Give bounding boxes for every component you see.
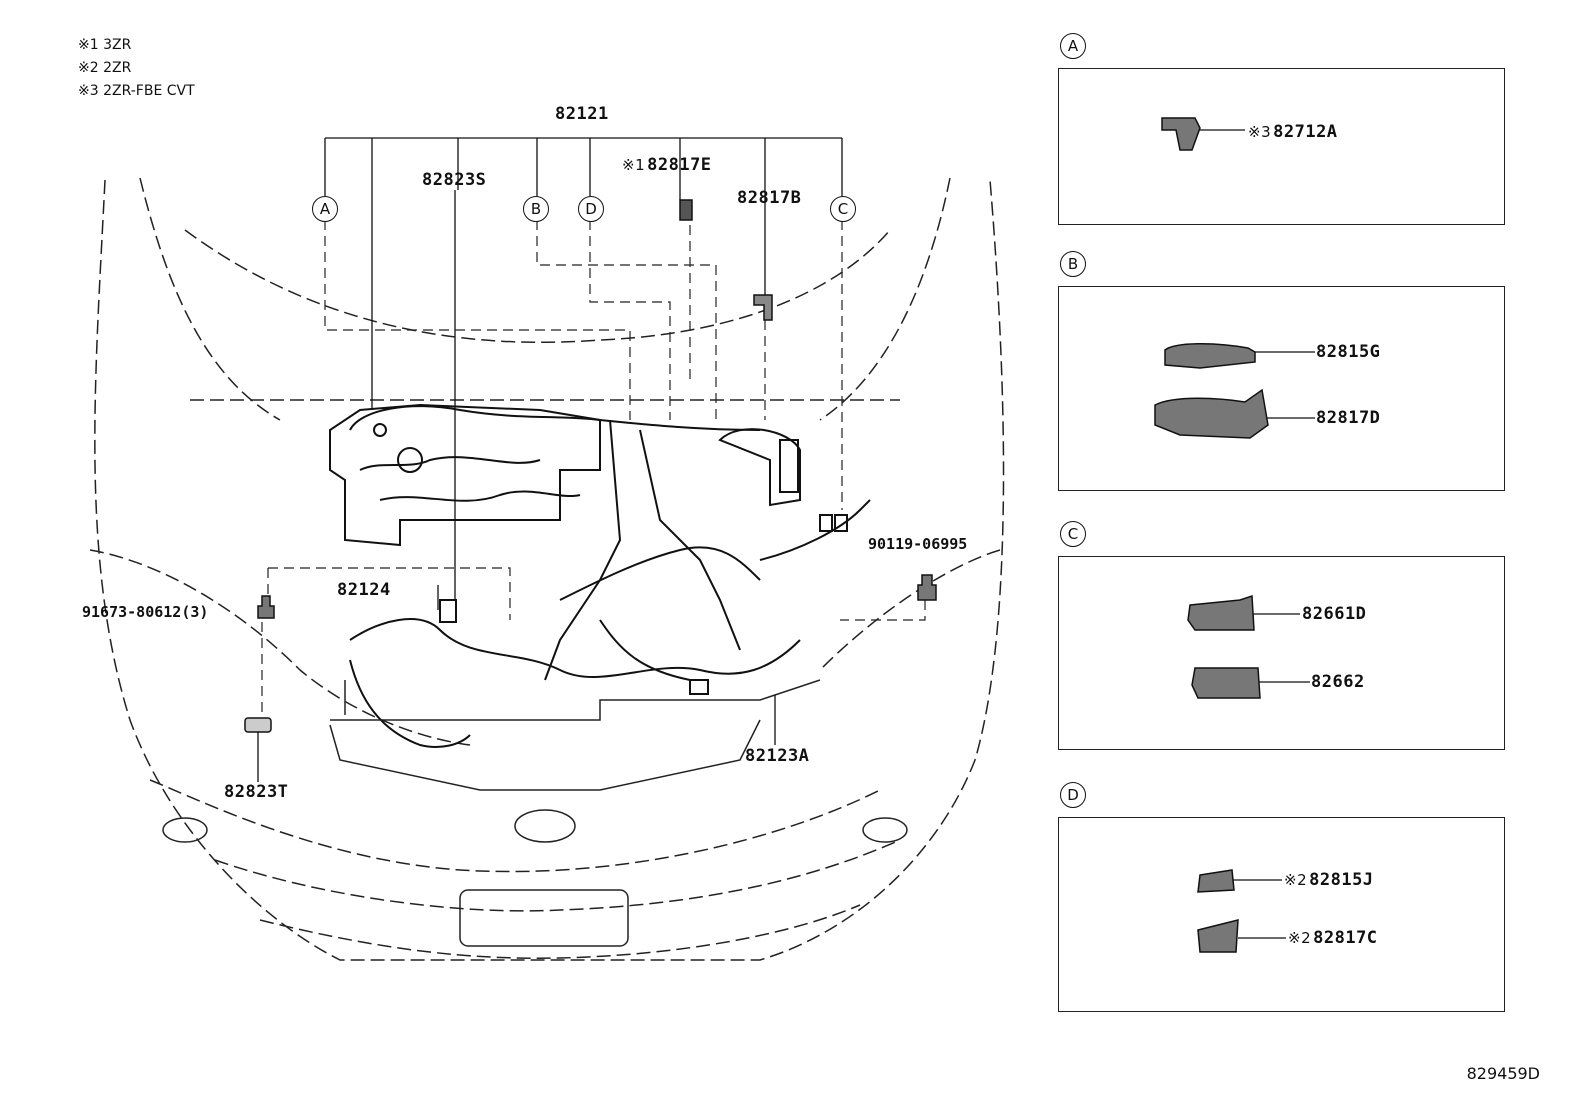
- note-2zr: ※2 2ZR: [78, 60, 132, 76]
- label-82662: 82662: [1311, 672, 1365, 692]
- detail-a-title: A: [1060, 33, 1086, 59]
- label-90119-06995: 90119-06995: [868, 535, 968, 553]
- detail-part-sketches: [1154, 117, 1269, 953]
- leader-lines: [257, 129, 1315, 939]
- label-82123a: 82123A: [745, 746, 810, 766]
- label-82823s: 82823S: [422, 170, 487, 190]
- label-82661d: 82661D: [1302, 604, 1367, 624]
- callout-a: A: [312, 196, 338, 222]
- note-mark: ※2: [1284, 871, 1308, 889]
- detail-d-title: D: [1060, 782, 1086, 808]
- note-mark: ※1: [622, 156, 646, 174]
- wire-harness-assembly: [329, 403, 871, 748]
- label-82817e-number: 82817E: [647, 155, 712, 175]
- detail-c-box: [1058, 556, 1505, 750]
- front-fixtures: [162, 809, 908, 947]
- label-82121: 82121: [555, 104, 609, 124]
- detail-c-title: C: [1060, 521, 1086, 547]
- small-clips: [244, 199, 937, 733]
- callout-d: D: [578, 196, 604, 222]
- note-3zr: ※1 3ZR: [78, 37, 132, 53]
- label-82815j: 82815J: [1309, 870, 1374, 890]
- callout-c: C: [830, 196, 856, 222]
- detail-a-box: [1058, 68, 1505, 225]
- note-2zr-fbe-cvt: ※3 2ZR-FBE CVT: [78, 83, 195, 99]
- label-91673-80612: 91673-80612(3): [82, 603, 209, 621]
- detail-b-title: B: [1060, 251, 1086, 277]
- label-82817d: 82817D: [1316, 408, 1381, 428]
- label-82817c: 82817C: [1313, 928, 1378, 948]
- detail-b-box: [1058, 286, 1505, 491]
- vehicle-body-outline: [89, 177, 1005, 961]
- detail-d-box: [1058, 817, 1505, 1012]
- lower-mount-outlines: [329, 679, 821, 791]
- note-mark: ※3: [1248, 123, 1272, 141]
- dashed-reference-lines: [261, 220, 926, 715]
- illustration-reference: 829459D: [1466, 1064, 1540, 1083]
- label-82817b: 82817B: [737, 188, 802, 208]
- label-82823t: 82823T: [224, 782, 289, 802]
- note-mark: ※2: [1288, 929, 1312, 947]
- callout-b: B: [523, 196, 549, 222]
- label-82124: 82124: [337, 580, 391, 600]
- label-82712a: 82712A: [1273, 122, 1338, 142]
- label-82815g: 82815G: [1316, 342, 1381, 362]
